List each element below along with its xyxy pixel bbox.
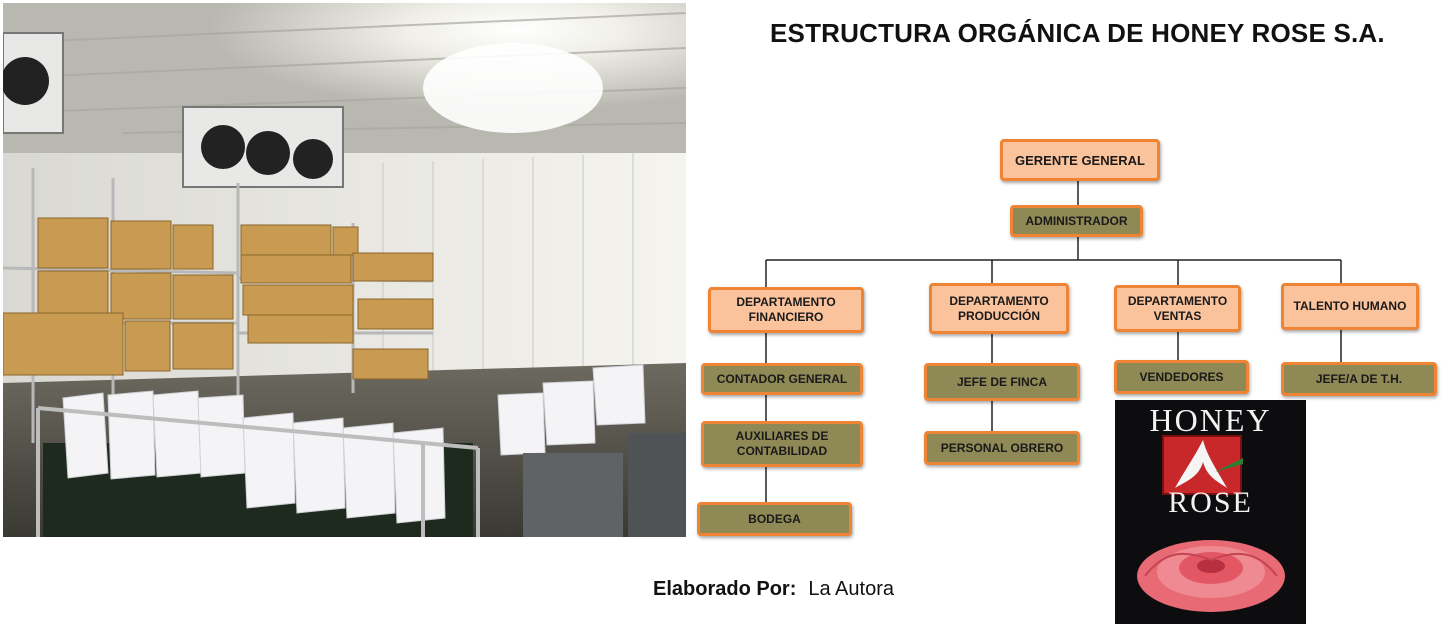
node-departamento-financiero: DEPARTAMENTO FINANCIERO [708,287,864,333]
credit-label: Elaborado Por: [653,578,797,600]
node-administrador: ADMINISTRADOR [1010,205,1143,237]
node-departamento-produccion: DEPARTAMENTO PRODUCCIÓN [929,283,1069,334]
node-personal-obrero: PERSONAL OBRERO [924,431,1080,465]
node-jefe-de-finca: JEFE DE FINCA [924,363,1080,401]
logo-word-honey: HONEY [1149,402,1272,438]
chart-title: ESTRUCTURA ORGÁNICA DE HONEY ROSE S.A. [770,18,1385,48]
logo-word-rose: ROSE [1168,486,1253,519]
node-gerente-general: GERENTE GENERAL [1000,139,1160,181]
node-talento-humano: TALENTO HUMANO [1281,283,1419,330]
node-departamento-ventas: DEPARTAMENTO VENTAS [1114,285,1241,332]
logo-artwork [1137,435,1285,612]
node-jefe-th: JEFE/A DE T.H. [1281,362,1437,396]
credit-line: Elaborado Por: La Autora [653,578,894,601]
cold-room-photo [3,3,686,537]
credit-author: La Autora [808,578,894,600]
node-vendedores: VENDEDORES [1114,360,1249,394]
node-contador-general: CONTADOR GENERAL [701,363,863,395]
honey-rose-logo: HONEY ROSE [1115,400,1306,624]
node-bodega: BODEGA [697,502,852,536]
node-auxiliares-contabilidad: AUXILIARES DE CONTABILIDAD [701,421,863,467]
